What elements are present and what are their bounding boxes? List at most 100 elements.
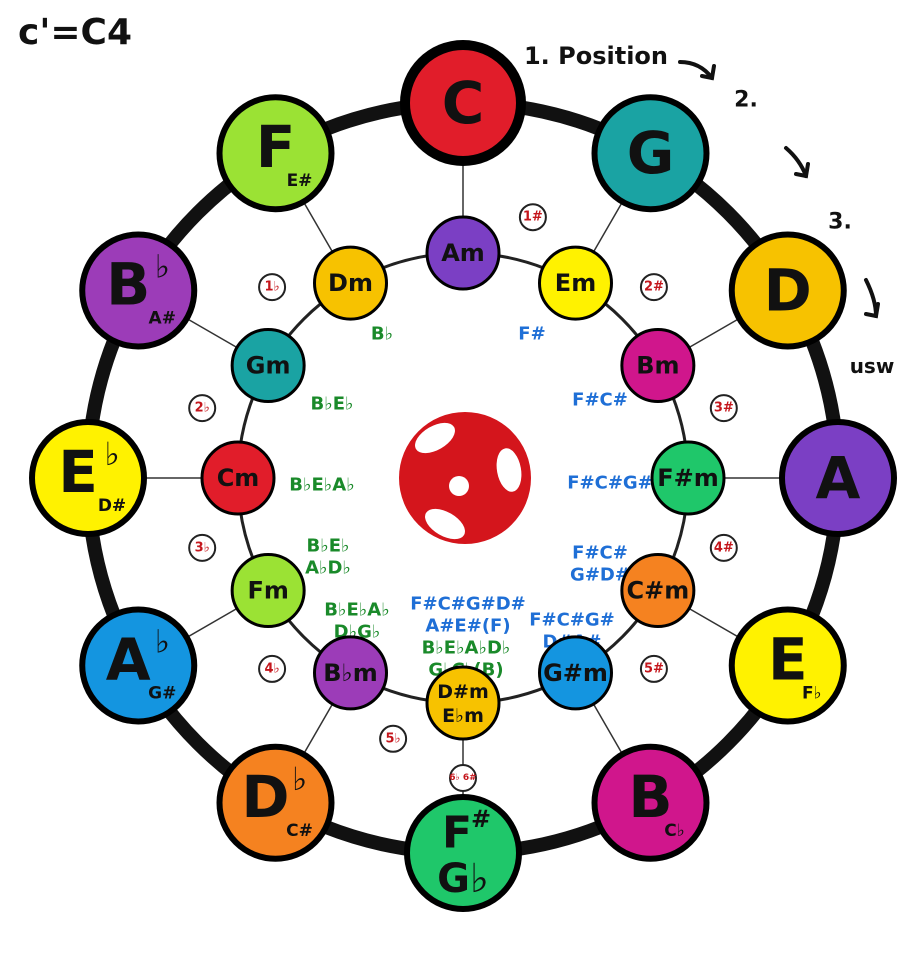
- accidental-badge-circle: [709, 394, 738, 423]
- minor-key-2: Bm: [620, 328, 696, 403]
- major-key-accidental: #: [471, 805, 491, 833]
- major-key-8: A♭G#: [79, 606, 198, 725]
- accidental-badge: 5#: [639, 654, 668, 683]
- minor-key-3: F#m: [650, 440, 726, 516]
- minor-key-label: Fm: [247, 577, 288, 605]
- minor-key-label: D#m: [437, 681, 489, 703]
- minor-key-10: Gm: [230, 328, 306, 403]
- corner-note: c'=C4: [18, 12, 132, 53]
- flats-list-line: B♭E♭A♭D♭: [422, 638, 511, 659]
- accidental-badge-label: 5♭: [386, 731, 401, 746]
- major-key-label: D: [241, 763, 289, 831]
- major-key-enharmonic: G♭: [437, 856, 489, 902]
- minor-key-label: G#m: [543, 659, 608, 687]
- direction-arrowhead: [700, 64, 716, 81]
- flats-list-line: B♭E♭A♭: [289, 475, 354, 496]
- accidental-badge-label: 5#: [644, 661, 664, 676]
- major-key-circle: [779, 419, 897, 537]
- direction-arrowhead: [864, 302, 880, 319]
- accidental-badge: 6♭ 6#: [449, 764, 477, 792]
- minor-key-1: Em: [538, 245, 613, 321]
- sharps-list-line: F#C#: [572, 390, 628, 411]
- major-key-enharmonic: G#: [148, 684, 176, 704]
- minor-key-circle: [620, 553, 696, 628]
- minor-key-8: Fm: [230, 553, 306, 628]
- center-logo: [399, 412, 531, 544]
- major-key-3: A: [779, 419, 897, 537]
- accidental-badge-label: 1#: [523, 210, 543, 225]
- minor-key-circle: [620, 328, 696, 403]
- major-key-accidental: ♭: [104, 435, 119, 473]
- accidental-badge-circle: [379, 724, 408, 753]
- major-key-label: C: [442, 69, 485, 137]
- minor-key-label: F#m: [657, 464, 719, 492]
- direction-hint-label: 2.: [734, 88, 758, 113]
- sharps-list-line: G#D#: [570, 565, 630, 586]
- major-key-enharmonic: E#: [287, 171, 313, 191]
- minor-key-label: Am: [441, 239, 485, 267]
- accidental-badge-label: 6♭ 6#: [449, 773, 476, 783]
- minor-key-label: Cm: [217, 464, 260, 492]
- accidental-lists: F#F#C#F#C#G#F#C#G#D#F#C#G#D#A#F#C#G#D#A#…: [289, 324, 652, 681]
- major-key-accidental: ♭: [155, 248, 170, 286]
- logo-cut: [415, 422, 455, 454]
- accidental-badge: 5♭: [379, 724, 408, 753]
- sharps-list-line: F#C#G#D#: [410, 594, 526, 615]
- sharps-list-line: F#C#: [572, 543, 628, 564]
- accidental-badge: 4#: [709, 533, 738, 562]
- accidental-badge: 3#: [709, 394, 738, 423]
- logo-cut: [496, 448, 522, 492]
- major-key-2: D: [728, 231, 847, 350]
- direction-arrowhead: [794, 162, 810, 179]
- flats-list-line: B♭E♭: [307, 536, 350, 557]
- major-key-label: F: [442, 808, 472, 859]
- accidental-badge-circle: [518, 203, 547, 232]
- accidental-badge-label: 3♭: [195, 540, 210, 555]
- major-key-circle: [728, 606, 847, 725]
- minor-key-circle: [230, 328, 306, 403]
- accidental-badge-label: 2♭: [195, 401, 210, 416]
- accidental-badge-label: 4♭: [264, 661, 279, 676]
- sharps-list-line: F#C#G#: [567, 473, 653, 494]
- minor-key-circle: [425, 215, 501, 291]
- minor-key-label: Em: [555, 269, 596, 297]
- major-key-label: F: [256, 113, 296, 181]
- accidental-badge-circle: [639, 273, 668, 302]
- minor-key-circle: [313, 635, 388, 711]
- minor-key-label: Bm: [636, 352, 679, 380]
- major-key-circle: [216, 743, 335, 862]
- major-key-accidental: ♭: [292, 760, 307, 798]
- major-key-enharmonic: A#: [149, 309, 176, 329]
- accidental-badge: 1#: [518, 203, 547, 232]
- minor-key-circle: [538, 635, 613, 711]
- major-key-9: E♭ D#: [29, 419, 147, 537]
- sharps-list-line: A#E#(F): [425, 616, 510, 637]
- accidental-badge: 1♭: [258, 273, 287, 302]
- major-key-4: EF♭: [728, 606, 847, 725]
- sharps-list-line: F#C#G#: [529, 610, 615, 631]
- minor-key-label-alt: E♭m: [442, 705, 484, 727]
- major-key-5: BC♭: [591, 743, 710, 862]
- logo-cut: [425, 508, 465, 540]
- major-key-label: B: [628, 763, 672, 831]
- accidental-badge-circle: [258, 654, 287, 683]
- major-key-label: G: [627, 119, 675, 187]
- major-key-circle: [79, 231, 198, 350]
- direction-arrow: [784, 146, 808, 178]
- accidental-badge-label: 1♭: [264, 280, 279, 295]
- flats-list-line: A♭D♭: [305, 558, 351, 579]
- major-key-circle: [728, 231, 847, 350]
- minor-key-label: B♭m: [323, 659, 378, 687]
- major-key-circle: [591, 94, 710, 213]
- accidental-badge-circle: [709, 533, 738, 562]
- major-key-label: A: [816, 444, 861, 512]
- accidental-badge-label: 3#: [714, 401, 734, 416]
- accidental-badge-circle: [258, 273, 287, 302]
- major-key-label: E: [58, 438, 98, 506]
- major-key-enharmonic: D#: [98, 496, 126, 516]
- minor-key-circle: [650, 440, 726, 516]
